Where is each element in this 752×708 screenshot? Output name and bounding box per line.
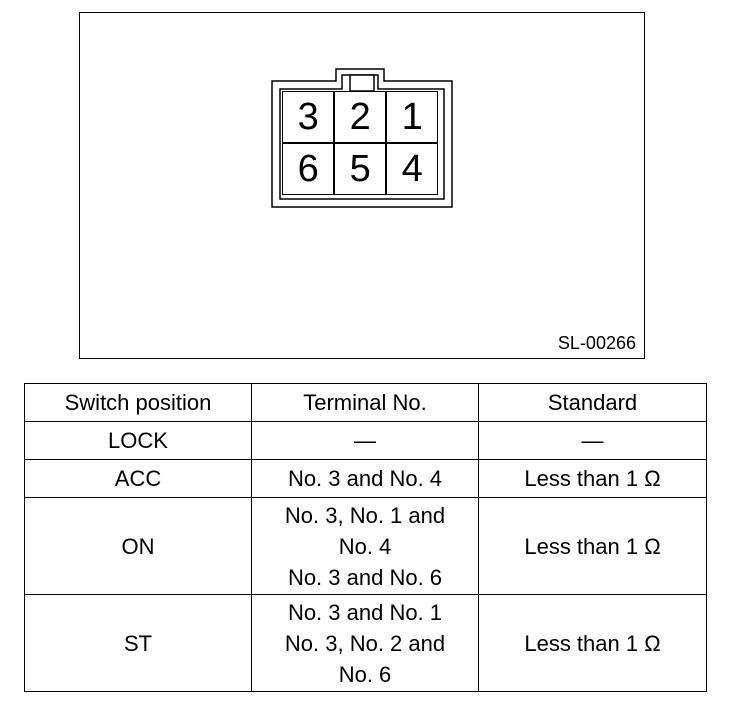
cell-terminal: No. 3, No. 1 and No. 4 No. 3 and No. 6 — [251, 497, 479, 595]
table-row: LOCK — — — [24, 421, 707, 460]
cell-terminal: No. 3 and No. 1 No. 3, No. 2 and No. 6 — [251, 594, 479, 692]
cell-position: ACC — [24, 459, 252, 498]
terminal-line: No. 4 — [338, 533, 392, 559]
table-header-row: Switch position Terminal No. Standard — [24, 383, 707, 422]
terminal-line: No. 3 and No. 1 — [287, 599, 443, 625]
pin-cell: 1 — [386, 91, 439, 144]
header-standard: Standard — [478, 383, 707, 422]
cell-standard: Less than 1 Ω — [478, 497, 707, 595]
connector-diagram: 3 2 1 6 5 4 — [271, 68, 453, 208]
switch-spec-table: Switch position Terminal No. Standard LO… — [24, 383, 707, 692]
pin-cell: 5 — [334, 143, 387, 196]
terminal-line: No. 3, No. 1 and — [284, 502, 446, 528]
connector-housing-outline — [271, 68, 453, 208]
figure-code: SL-00266 — [557, 333, 636, 353]
header-terminal-no: Terminal No. — [251, 383, 479, 422]
terminal-line: — — [354, 428, 376, 453]
pin-cell: 4 — [386, 143, 439, 196]
table-row: ACC No. 3 and No. 4 Less than 1 Ω — [24, 459, 707, 498]
cell-position: ON — [24, 497, 252, 595]
table-row: ON No. 3, No. 1 and No. 4 No. 3 and No. … — [24, 497, 707, 595]
cell-standard: Less than 1 Ω — [478, 459, 707, 498]
header-switch-position: Switch position — [24, 383, 252, 422]
terminal-line: No. 3 and No. 4 — [287, 466, 443, 491]
cell-position: ST — [24, 594, 252, 692]
terminal-line: No. 3, No. 2 and — [284, 630, 446, 656]
table-row: ST No. 3 and No. 1 No. 3, No. 2 and No. … — [24, 594, 707, 692]
cell-terminal: — — [251, 421, 479, 460]
cell-standard: — — [478, 421, 707, 460]
cell-terminal: No. 3 and No. 4 — [251, 459, 479, 498]
pin-cell: 6 — [282, 143, 335, 196]
connector-figure: 3 2 1 6 5 4 SL-00266 — [79, 12, 645, 359]
cell-standard: Less than 1 Ω — [478, 594, 707, 692]
terminal-line: No. 6 — [338, 661, 392, 687]
terminal-line: No. 3 and No. 6 — [287, 564, 443, 590]
pin-grid: 3 2 1 6 5 4 — [282, 91, 439, 196]
cell-position: LOCK — [24, 421, 252, 460]
pin-cell: 3 — [282, 91, 335, 144]
pin-cell: 2 — [334, 91, 387, 144]
